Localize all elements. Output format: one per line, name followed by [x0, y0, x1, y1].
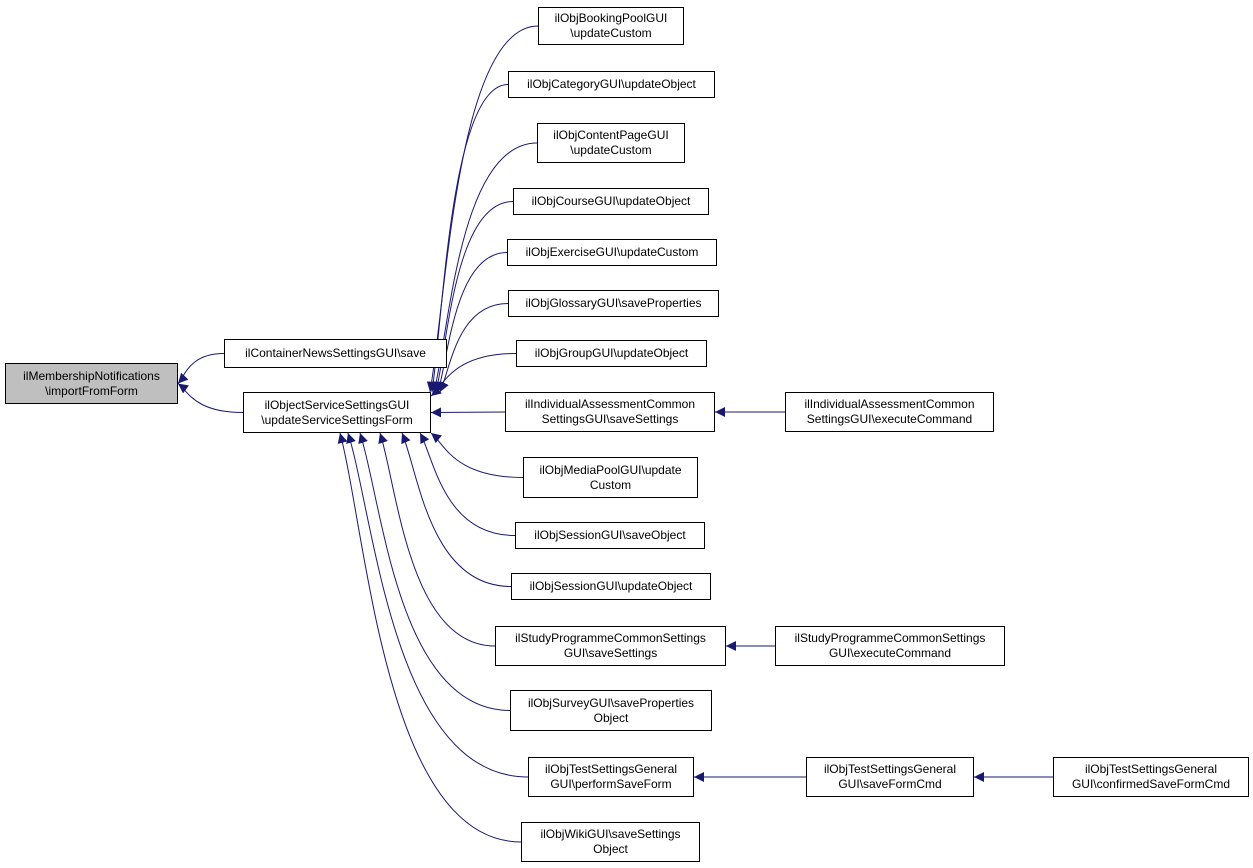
- edge-news-to-membership: [177, 353, 225, 384]
- node-label-line: ilMembershipNotifications: [23, 368, 160, 383]
- node-label-line: ilObjTestSettingsGeneral: [1084, 762, 1218, 776]
- node-label-line: Custom: [589, 477, 632, 492]
- node-label-line: ilObjTestSettingsGeneral: [544, 762, 678, 776]
- edge-mediapool-to-service: [430, 432, 524, 478]
- node-label-line: GUI\executeCommand: [828, 646, 952, 660]
- edge-session-save-to-service: [419, 432, 516, 536]
- node-label-line: ilObjSessionGUI\saveObject: [534, 528, 686, 542]
- node-category[interactable]: ilObjCategoryGUI\updateObject: [508, 71, 715, 98]
- node-label-line: ilIndividualAssessmentCommon: [804, 397, 975, 411]
- node-label-line: ilObjectServiceSettingsGUI: [264, 397, 410, 412]
- node-label-line: ilObjMediaPoolGUI\update: [539, 462, 682, 477]
- node-label-line: ilContainerNewsSettingsGUI\save: [245, 346, 426, 360]
- node-label-line: \updateCustom: [570, 143, 652, 157]
- edge-prg-to-service: [378, 432, 496, 647]
- node-label-line: ilObjWikiGUI\saveSettings: [540, 827, 681, 841]
- node-exercise[interactable]: ilObjExerciseGUI\updateCustom: [507, 239, 717, 266]
- node-service[interactable]: ilObjectServiceSettingsGUI\updateService…: [243, 392, 431, 433]
- node-label-line: Object: [593, 710, 629, 725]
- node-label-line: GUI\saveFormCmd: [838, 777, 942, 791]
- edge-exercise-to-service: [436, 252, 508, 393]
- node-label-line: ilObjBookingPoolGUI: [554, 11, 668, 25]
- node-course[interactable]: ilObjCourseGUI\updateObject: [513, 188, 709, 215]
- edge-wiki-to-service: [337, 432, 522, 843]
- node-session-update[interactable]: ilObjSessionGUI\updateObject: [511, 573, 711, 600]
- edge-iass-to-service: [430, 407, 506, 418]
- node-news[interactable]: ilContainerNewsSettingsGUI\save: [224, 339, 447, 368]
- edge-glossary-to-service: [439, 303, 509, 393]
- node-label-line: Object: [593, 842, 628, 856]
- node-label-line: ilObjSessionGUI\updateObject: [529, 579, 693, 593]
- node-label-line: GUI\performSaveForm: [550, 777, 672, 791]
- node-label-line: \updateServiceSettingsForm: [261, 412, 413, 427]
- edge-service-to-membership: [177, 383, 244, 413]
- node-label-line: GUI\saveSettings: [563, 646, 658, 660]
- edge-test-perform-to-service: [346, 432, 529, 778]
- node-label-line: ilObjGroupGUI\updateObject: [534, 346, 689, 360]
- edge-course-to-service: [433, 201, 514, 393]
- edge-group-to-service: [430, 353, 517, 397]
- node-label-line: ilObjContentPageGUI: [553, 128, 669, 142]
- node-label-line: \importFromForm: [45, 383, 138, 398]
- node-label-line: ilStudyProgrammeCommonSettings: [794, 631, 986, 645]
- edge-survey-to-service: [358, 432, 511, 711]
- node-glossary[interactable]: ilObjGlossaryGUI\saveProperties: [508, 290, 719, 317]
- node-label-line: \updateCustom: [570, 26, 652, 40]
- node-label-line: GUI\confirmedSaveFormCmd: [1071, 777, 1231, 791]
- node-booking[interactable]: ilObjBookingPoolGUI\updateCustom: [538, 7, 684, 45]
- node-label-line: ilObjSurveyGUI\saveProperties: [527, 695, 695, 710]
- node-label-line: SettingsGUI\saveSettings: [541, 412, 679, 426]
- node-label-line: ilObjExerciseGUI\updateCustom: [525, 245, 699, 259]
- node-label-line: ilStudyProgrammeCommonSettings: [515, 631, 706, 645]
- node-session-save[interactable]: ilObjSessionGUI\saveObject: [515, 522, 705, 549]
- edge-session-update-to-service: [401, 432, 512, 587]
- node-label-line: SettingsGUI\executeCommand: [806, 412, 973, 426]
- node-group[interactable]: ilObjGroupGUI\updateObject: [516, 340, 707, 367]
- node-label-line: ilIndividualAssessmentCommon: [524, 397, 696, 411]
- node-label-line: ilObjCourseGUI\updateObject: [531, 194, 691, 208]
- node-label-line: ilObjGlossaryGUI\saveProperties: [525, 296, 702, 310]
- node-label-line: ilObjTestSettingsGeneral: [823, 762, 957, 776]
- node-membership: ilMembershipNotifications\importFromForm: [5, 363, 178, 404]
- node-contentpage[interactable]: ilObjContentPageGUI\updateCustom: [537, 123, 685, 163]
- node-label-line: ilObjCategoryGUI\updateObject: [527, 77, 696, 91]
